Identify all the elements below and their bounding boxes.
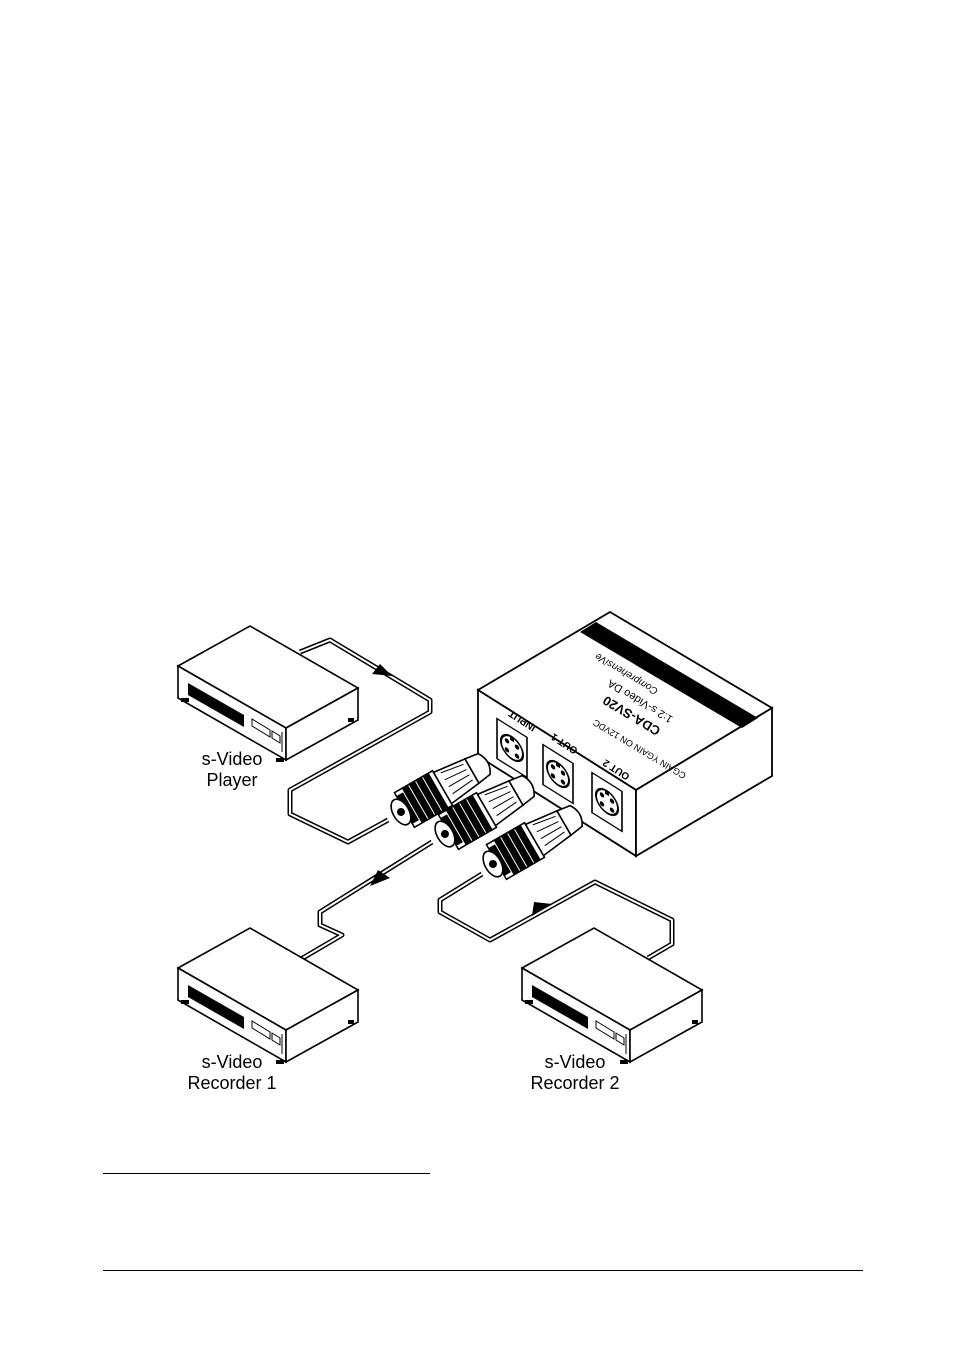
player-label: s-Video Player bbox=[182, 749, 282, 791]
cda-sv20-distributor: CDA-SV20 1:2 s-Video DA ComprehensiVe CG… bbox=[478, 612, 772, 856]
cable-out1-to-recorder1 bbox=[296, 842, 432, 962]
recorder2-label: s-Video Recorder 2 bbox=[514, 1052, 636, 1094]
recorder1-vcr bbox=[178, 928, 358, 1064]
player-vcr bbox=[178, 626, 358, 762]
footer-rule bbox=[103, 1270, 863, 1271]
cable-recorder2-to-out2 bbox=[440, 874, 672, 958]
footnote-separator bbox=[103, 1173, 430, 1174]
recorder1-label: s-Video Recorder 1 bbox=[172, 1052, 292, 1094]
recorder2-vcr bbox=[522, 928, 702, 1064]
